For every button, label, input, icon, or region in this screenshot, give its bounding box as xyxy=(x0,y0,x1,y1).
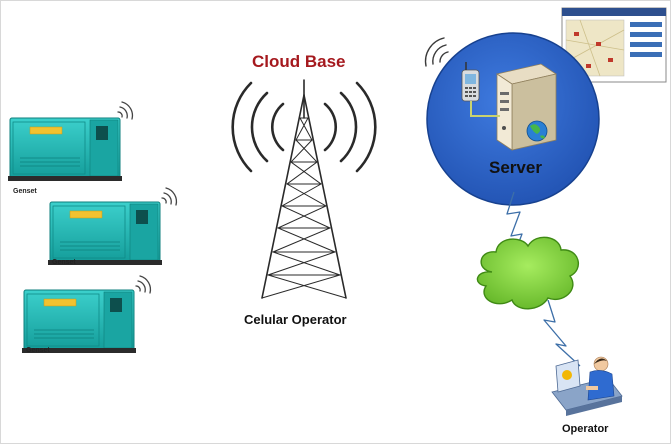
genset-label: Genset xyxy=(52,259,76,266)
server-node xyxy=(424,32,600,206)
wireless-signal-icon xyxy=(161,187,178,206)
wireless-signal-icon xyxy=(135,275,152,294)
server-icon xyxy=(496,63,557,151)
wireless-signal-icon xyxy=(424,37,449,67)
genset-label: Genset xyxy=(13,188,37,195)
cell-tower-label: Celular Operator xyxy=(244,312,347,327)
genset-label: Genset xyxy=(26,347,50,354)
tower-signal-waves xyxy=(231,81,377,173)
genset-1 xyxy=(7,101,134,182)
connection-lightning-server-cloud xyxy=(506,191,523,251)
globe-icon xyxy=(526,120,548,142)
wireless-signal-icon xyxy=(117,101,134,120)
server-label: Server xyxy=(489,158,542,177)
cell-tower-icon xyxy=(231,79,377,299)
diagram-title: Cloud Base xyxy=(252,52,346,71)
internet-cloud-icon xyxy=(476,236,580,310)
connection-lightning-cloud-operator xyxy=(543,299,581,367)
operator-label: Operator xyxy=(562,423,609,435)
genset-3 xyxy=(21,275,152,354)
genset-2 xyxy=(47,187,178,266)
operator-at-desk-icon xyxy=(551,356,623,416)
